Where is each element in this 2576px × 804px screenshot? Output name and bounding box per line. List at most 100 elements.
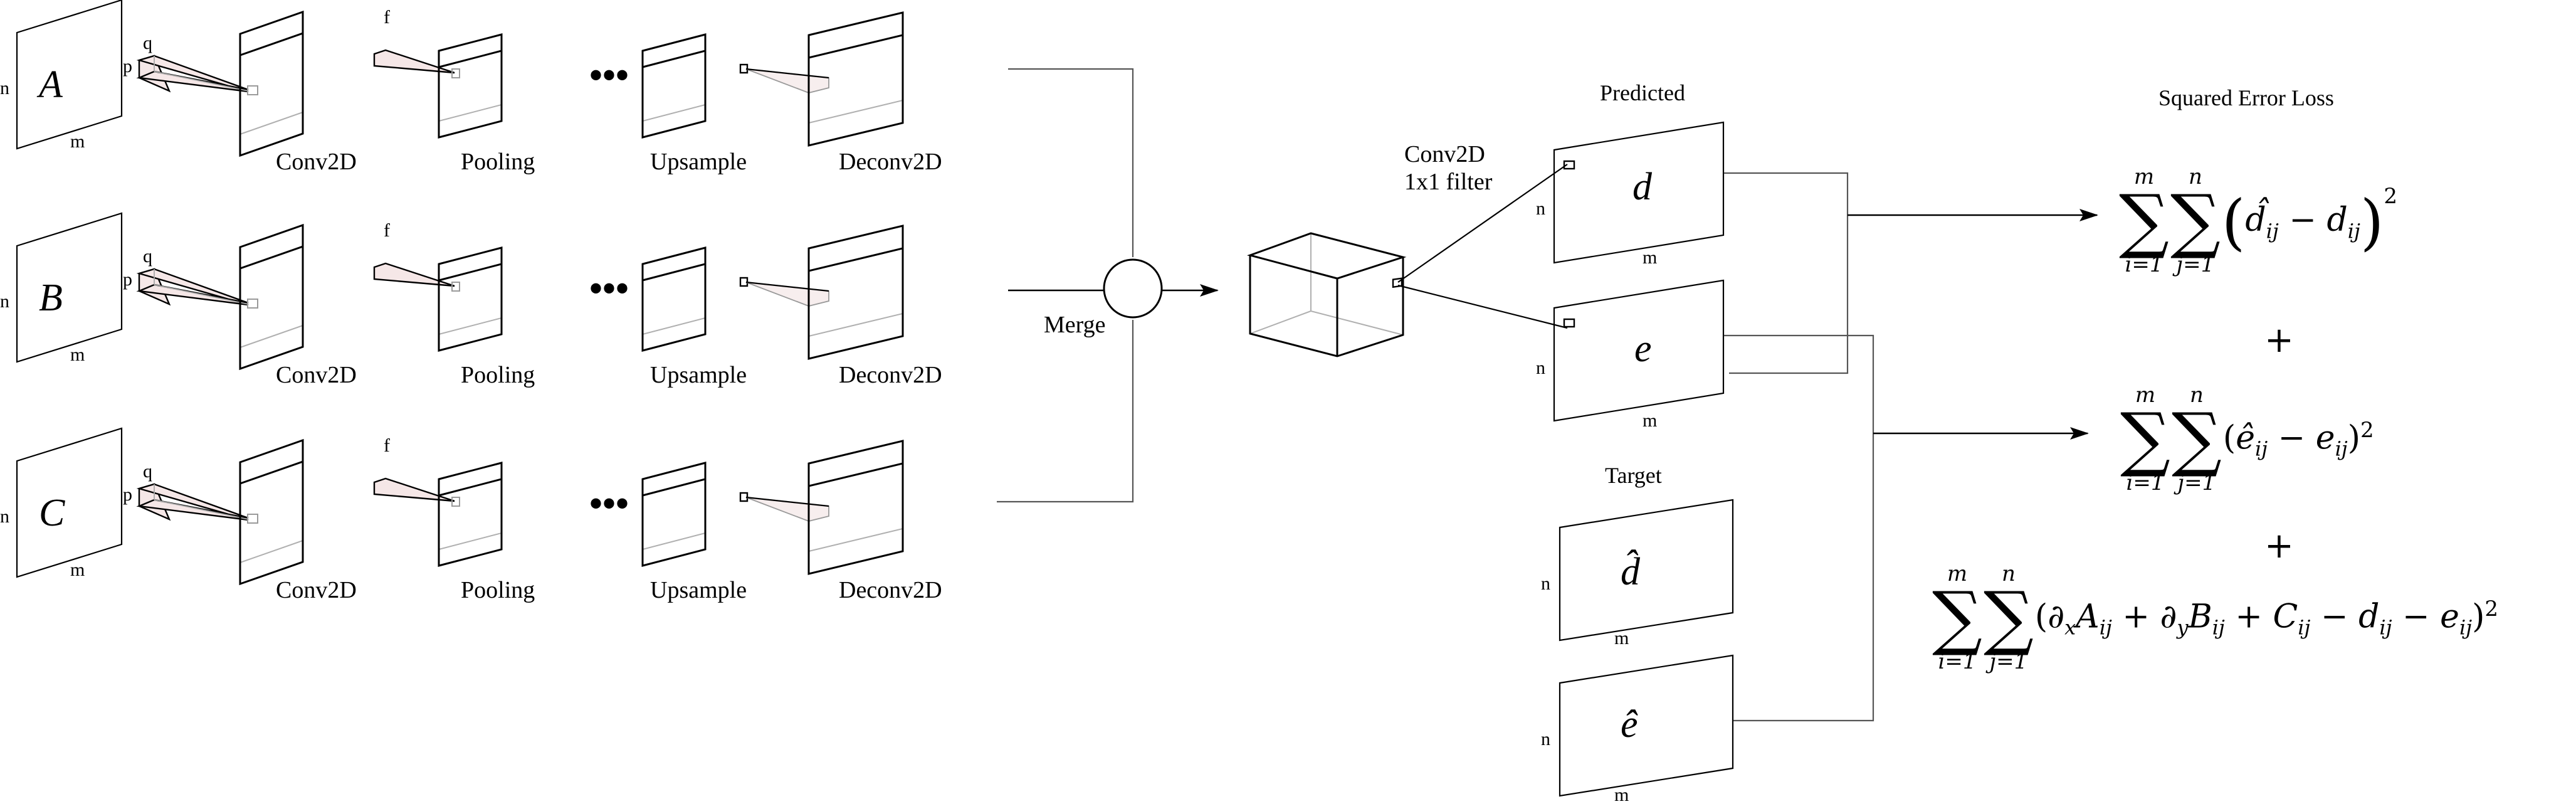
plus: + — [2224, 597, 2273, 635]
stage-label-upsample: Upsample — [650, 577, 747, 603]
subscript: ij — [2254, 436, 2268, 461]
upsample-volume — [641, 246, 707, 352]
sum-upper-limit: n — [2001, 561, 2016, 586]
e: e — [2440, 597, 2459, 635]
subscript: ij — [2379, 615, 2392, 640]
subscript: ij — [2212, 615, 2225, 640]
filters-f-label: f — [384, 220, 390, 241]
plus-sign-1: + — [2264, 320, 2294, 361]
sum-i-d: m∑i=1 — [2119, 164, 2169, 277]
map-plane — [1559, 654, 1734, 797]
merge-node-icon — [1103, 258, 1163, 319]
sum-upper-limit: m — [2135, 383, 2156, 408]
pool-window — [451, 282, 460, 292]
map-variable-label: d — [1632, 166, 1653, 208]
sum-lower-limit: j=1 — [1989, 649, 2028, 674]
branch-c-to-merge-line — [997, 320, 1134, 503]
sum-i-pde: m∑i=1 — [1932, 561, 1982, 674]
kernel-q-label: q — [143, 461, 152, 482]
plus-sign-2: + — [2264, 526, 2294, 566]
predicted-map-1: enm — [1536, 279, 1725, 431]
subscript: y — [2177, 615, 2189, 640]
term-d-body: (d̂ij − dij)2 — [2222, 184, 2397, 258]
pooling-cone — [373, 262, 455, 287]
upsample-volume — [641, 462, 707, 567]
target-heading: Target — [1605, 463, 1662, 488]
sum-lower-limit: i=1 — [2126, 470, 2165, 495]
open-paren: ( — [2221, 187, 2246, 258]
sum-lower-limit: j=1 — [2177, 470, 2216, 495]
stage-label-conv2d: Conv2D — [276, 149, 357, 175]
kernel-window — [247, 85, 258, 95]
open-paren: ( — [2034, 597, 2048, 635]
subscript: ij — [2335, 436, 2348, 461]
target-map-1: ênm — [1541, 654, 1734, 804]
subscript: x — [2064, 615, 2076, 640]
stage-label-upsample: Upsample — [650, 362, 747, 388]
minus: − — [2268, 418, 2316, 457]
sum-upper-limit: m — [2133, 164, 2155, 189]
loss-heading: Squared Error Loss — [2158, 85, 2334, 110]
deconv-cone — [745, 282, 829, 307]
pooling-volume — [438, 246, 503, 352]
dim-n-label: n — [0, 78, 9, 98]
sum-lower-limit: j=1 — [2176, 252, 2215, 277]
map-variable-label: e — [1634, 327, 1652, 370]
stage-label-conv2d: Conv2D — [276, 362, 357, 388]
A: A — [2076, 597, 2100, 635]
output-pixel-icon — [1563, 318, 1575, 328]
d-hat: d̂ — [2245, 201, 2266, 240]
exponent: 2 — [2384, 184, 2397, 209]
dim-n-label: n — [1541, 573, 1550, 594]
pooling-volume — [438, 33, 503, 139]
filters-f-label: f — [384, 435, 390, 456]
upsample-volume — [641, 33, 707, 139]
stage-label-pooling: Pooling — [461, 577, 535, 603]
sigma-icon: ∑ — [2171, 398, 2222, 480]
B: B — [2188, 597, 2212, 635]
sum-i-e: m∑i=1 — [2120, 383, 2170, 495]
e-hat: ê — [2236, 418, 2255, 457]
predicted-heading: Predicted — [1600, 80, 1685, 105]
map-plane — [1559, 499, 1734, 642]
dim-n-label: n — [1536, 198, 1545, 219]
plus: + — [2111, 597, 2160, 635]
deconv2d-volume — [807, 225, 904, 360]
stage-label-conv2d: Conv2D — [276, 577, 357, 603]
open-paren: ( — [2222, 418, 2236, 457]
conv1x1-to-d-line — [1397, 164, 1568, 283]
close-paren: ) — [2360, 187, 2384, 258]
dim-n-label: n — [0, 506, 9, 527]
merge-label: Merge — [1044, 312, 1106, 338]
sum-j-d: n∑j=1 — [2170, 164, 2221, 277]
filters-f-label: f — [384, 7, 390, 28]
kernel-window — [247, 514, 258, 524]
sigma-icon: ∑ — [1983, 577, 2034, 659]
output-pixel-icon — [1563, 160, 1575, 170]
input-variable-label: A — [36, 63, 63, 106]
subscript: ij — [2347, 219, 2360, 243]
loss-connectors — [1724, 172, 2098, 722]
sum-j-pde: n∑j=1 — [1984, 561, 2034, 674]
kernel-p-label: p — [123, 56, 132, 77]
merge-connectors: Merge — [997, 68, 1219, 503]
dim-n-label: n — [1536, 357, 1545, 378]
e: e — [2315, 418, 2335, 457]
ellipsis-icon: ••• — [589, 483, 629, 524]
kernel-p-label: p — [123, 484, 132, 505]
exponent: 2 — [2360, 417, 2374, 443]
d: d — [2358, 597, 2380, 635]
map-plane — [1553, 279, 1725, 422]
conv2d-volume — [239, 438, 304, 586]
sum-upper-limit: n — [2189, 383, 2204, 408]
conv2d-volume — [239, 223, 304, 371]
deconv2d-volume — [807, 440, 904, 575]
1x1-kernel-icon — [1392, 277, 1403, 288]
deconv-cone — [745, 68, 829, 93]
deconv2d-volume — [807, 11, 904, 147]
kernel-q-label: q — [143, 246, 152, 267]
partial-y: ∂ — [2160, 597, 2177, 635]
